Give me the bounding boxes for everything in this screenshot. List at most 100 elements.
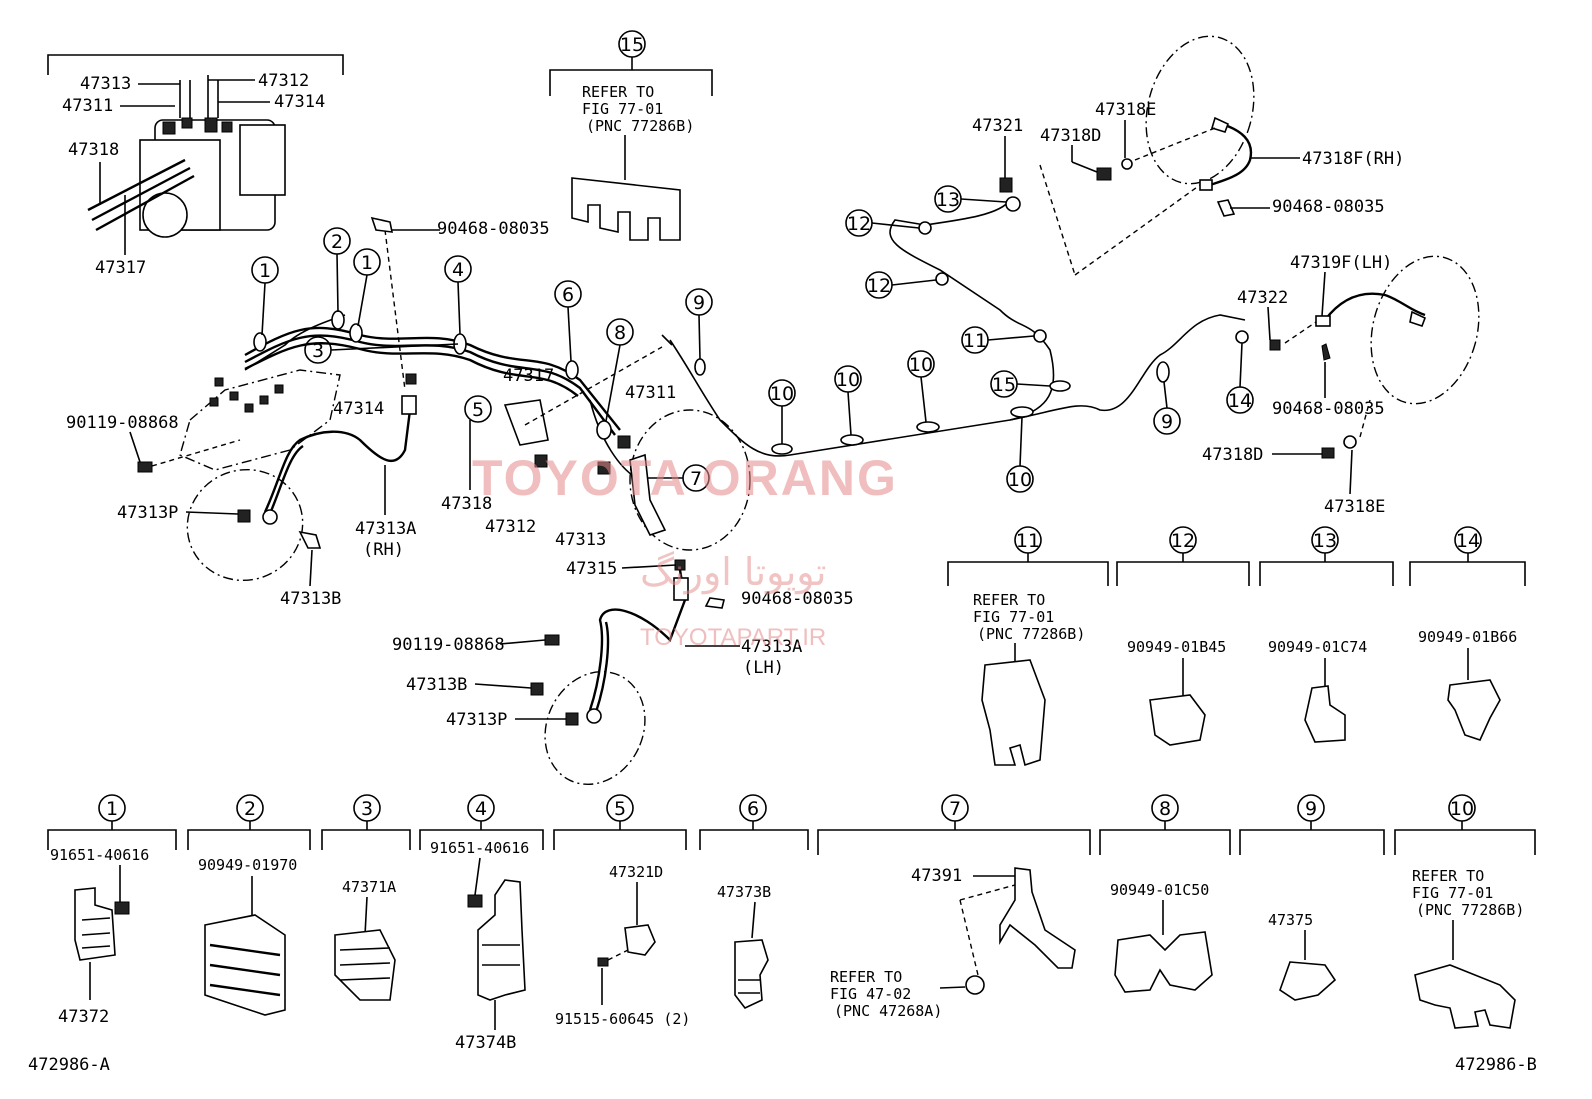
callout-13-detail: 13 (1313, 530, 1337, 552)
callout-15-reference: 15 REFER TO FIG 77-01 (PNC 77286B) (549, 30, 713, 241)
callout-9-b: 9 (1161, 411, 1173, 433)
callout-9-detail: 9 (1305, 798, 1317, 820)
label-47322: 47322 (1237, 288, 1288, 308)
label-90119-a: 90119-08868 (66, 413, 179, 433)
part-label-47311: 47311 (62, 96, 113, 116)
label-90949-01c74: 90949-01C74 (1268, 638, 1367, 656)
callout-3: 3 (312, 340, 324, 362)
fig-77-15: FIG 77-01 (582, 100, 663, 118)
detail-11: 11 REFER TO FIG 77-01 (PNC 77286B) (947, 526, 1109, 767)
part-label-47312: 47312 (258, 71, 309, 91)
label-90119-b: 90119-08868 (392, 635, 505, 655)
flex-hose-lh (530, 559, 725, 786)
detail-10: 10 REFER TO FIG 77-01 (PNC 77286B) (1394, 794, 1536, 1029)
callout-4-detail: 4 (475, 798, 487, 820)
part-label-47314: 47314 (274, 92, 325, 112)
callout-10-b: 10 (836, 369, 860, 391)
callout-10-c: 10 (909, 354, 933, 376)
callout-10-a: 10 (770, 383, 794, 405)
refer-to-15: REFER TO (582, 83, 654, 101)
pnc-47-7: (PNC 47268A) (834, 1002, 942, 1020)
callout-9-a: 9 (693, 292, 705, 314)
label-47318D-b: 47318D (1202, 445, 1263, 465)
label-47371a: 47371A (342, 878, 396, 896)
detail-9: 9 47375 (1239, 794, 1385, 1001)
callout-11-main: 11 (963, 330, 987, 352)
label-47321: 47321 (972, 116, 1023, 136)
watermark-persian: تویوتا اورنگ (640, 550, 827, 595)
flex-hose-rh (137, 373, 417, 582)
callout-1-b: 1 (361, 252, 373, 274)
callout-5-detail: 5 (614, 798, 626, 820)
callout-13-main: 13 (936, 189, 960, 211)
label-90949-01b66: 90949-01B66 (1418, 628, 1517, 646)
label-47315: 47315 (566, 559, 617, 579)
abs-actuator-inset: 47313 47312 47311 47314 47318 47317 (47, 54, 344, 278)
fig-47-7: FIG 47-02 (830, 985, 911, 1003)
label-47318-main: 47318 (441, 494, 492, 514)
label-47313A-rh: 47313A (355, 519, 416, 539)
callout-12-detail: 12 (1171, 530, 1195, 552)
callout-7-detail: 7 (949, 798, 961, 820)
callout-2-detail: 2 (244, 798, 256, 820)
label-rh: (RH) (363, 540, 404, 560)
label-90949-01c50: 90949-01C50 (1110, 881, 1209, 899)
callout-3-detail: 3 (361, 798, 373, 820)
callout-8-detail: 8 (1159, 798, 1171, 820)
callout-14-detail: 14 (1456, 530, 1480, 552)
callout-5: 5 (472, 399, 484, 421)
label-90468-a: 90468-08035 (437, 219, 550, 239)
figure-code-right: 472986-B (1455, 1055, 1537, 1075)
callout-6: 6 (562, 284, 574, 306)
abs-unit-main (179, 216, 440, 471)
callout-6-detail: 6 (747, 798, 759, 820)
pnc-77-15: (PNC 77286B) (586, 117, 694, 135)
brake-lines (244, 199, 1246, 481)
callout-11-detail: 11 (1016, 530, 1040, 552)
detail-7: 7 47391 REFER TO FIG 47-02 (PNC 47268A) (817, 794, 1091, 1020)
label-47314: 47314 (333, 399, 384, 419)
part-label-47317: 47317 (95, 258, 146, 278)
label-91651-b: 91651-40616 (430, 839, 529, 857)
label-90468-b: 90468-08035 (741, 589, 854, 609)
detail-5: 5 47321D 91515-60645 (2) (553, 794, 690, 1028)
label-90949-01970: 90949-01970 (198, 856, 297, 874)
label-47312-main: 47312 (485, 517, 536, 537)
watermark-site: TOYOTAPART.IR (640, 624, 826, 651)
label-47391: 47391 (911, 866, 962, 886)
refer-to-10: REFER TO (1412, 867, 1484, 885)
callout-10-detail: 10 (1450, 798, 1474, 820)
refer-to-11: REFER TO (973, 591, 1045, 609)
label-90949-01b45: 90949-01B45 (1127, 638, 1226, 656)
label-47321d: 47321D (609, 863, 663, 881)
callout-12-a: 12 (847, 213, 871, 235)
detail-14: 14 90949-01B66 (1409, 526, 1526, 741)
label-90468-c: 90468-08035 (1272, 197, 1385, 217)
callout-12-b: 12 (867, 275, 891, 297)
label-47313B-a: 47313B (280, 589, 341, 609)
detail-2: 2 90949-01970 (187, 794, 311, 1016)
pnc-77-10: (PNC 77286B) (1416, 901, 1524, 919)
label-47319F: 47319F(LH) (1290, 253, 1392, 273)
center-bracket (469, 334, 751, 551)
callout-4: 4 (452, 259, 464, 281)
pnc-77-11: (PNC 77286B) (977, 625, 1085, 643)
label-47311-main: 47311 (625, 383, 676, 403)
callout-8: 8 (614, 322, 626, 344)
watermark: TOYOTA ORANG تویوتا اورنگ TOYOTAPART.IR (472, 450, 896, 651)
label-47375: 47375 (1268, 911, 1313, 929)
label-47317-main: 47317 (503, 366, 554, 386)
fig-77-10: FIG 77-01 (1412, 884, 1493, 902)
callout-15-top: 15 (620, 34, 644, 56)
label-lh: (LH) (743, 658, 784, 678)
part-label-47313: 47313 (80, 74, 131, 94)
label-91515: 91515-60645 (2) (555, 1010, 690, 1028)
rear-rh-detail (999, 35, 1300, 276)
clamp-markers (253, 196, 1249, 455)
label-47318F: 47318F(RH) (1302, 149, 1404, 169)
label-91651-a: 91651-40616 (50, 846, 149, 864)
label-47313P-a: 47313P (117, 503, 178, 523)
callout-1-detail: 1 (106, 798, 118, 820)
